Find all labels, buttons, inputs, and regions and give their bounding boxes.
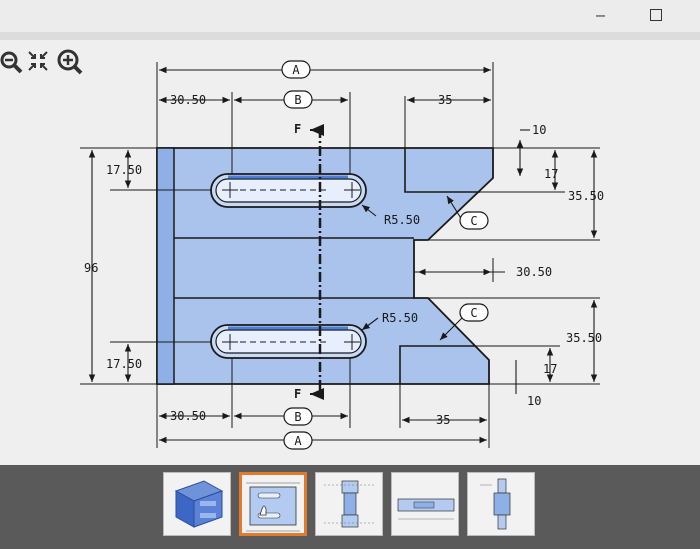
thumbnail-side-view[interactable] [391,472,459,536]
dim-17-50-bottom: 17.50 [106,357,142,371]
dim-17-top: 17 [544,167,558,181]
dim-35-50-top: 35.50 [568,189,604,203]
thumbnail-front-view[interactable] [315,472,383,536]
dim-96: 96 [84,261,98,275]
dim-17-50-top: 17.50 [106,163,142,177]
top-notch [404,148,480,193]
dim-r5-50-bottom: R5.50 [382,311,418,325]
front-view-drawing-icon [324,480,376,528]
zoom-out-button[interactable] [0,48,24,76]
maximize-button[interactable] [650,9,662,21]
side-view-drawing-icon [397,498,455,520]
dim-30-50-middle: 30.50 [516,265,552,279]
section-label-f-top: F [294,122,301,136]
part-edge-strip [156,147,175,385]
collapse-arrows-icon [28,51,48,71]
callout-label-b: B [294,410,301,424]
top-view-drawing-icon [246,482,300,532]
dim-35-50-bottom: 35.50 [566,331,602,345]
thumbnail-isometric-view[interactable] [163,472,231,536]
hand-cursor-icon [259,505,267,516]
zoom-in-icon [57,49,83,75]
isometric-part-icon [174,480,224,528]
technical-drawing: F F [80,60,604,450]
callout-label-a: A [294,434,302,448]
dim-35-bottom: 35 [436,413,450,427]
viewer-toolbar [0,48,100,78]
callout-label-c: C [470,214,477,228]
callout-a-bottom [283,431,313,450]
title-bar: – [0,0,700,32]
bottom-notch [399,345,476,384]
callout-label-a: A [292,63,300,77]
zoom-in-button[interactable] [56,48,83,76]
dim-r5-50-top: R5.50 [384,213,420,227]
dim-10-top: 10 [532,123,546,137]
callout-c-bottom [459,303,489,322]
thumbnail-top-view[interactable] [239,472,307,536]
callout-label-c: C [470,306,477,320]
callout-b-bottom [283,407,313,426]
callout-c-top [459,211,489,230]
dim-30-50-top: 30.50 [170,93,206,107]
dim-17-bottom: 17 [543,362,557,376]
fit-to-screen-button[interactable] [26,48,50,76]
callout-label-b: B [294,93,301,107]
dim-10-bottom: 10 [527,394,541,408]
dim-35-top: 35 [438,93,452,107]
zoom-out-icon [0,51,23,74]
end-view-drawing-icon [480,478,511,530]
minimize-button[interactable]: – [596,6,606,24]
dim-30-50-bottom: 30.50 [170,409,206,423]
section-label-f-bottom: F [294,387,301,401]
callout-a-top [281,60,311,79]
callout-b-top [283,90,313,109]
thumbnail-end-view[interactable] [467,472,535,536]
